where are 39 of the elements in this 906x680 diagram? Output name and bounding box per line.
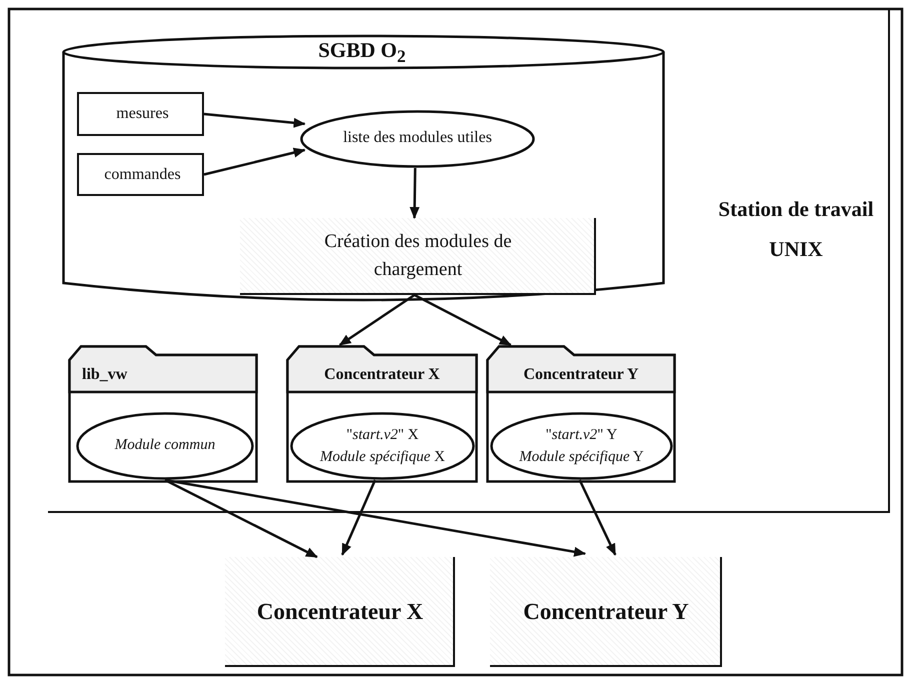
node-label: mesures bbox=[115, 104, 170, 124]
node-label: Module spécifique Y bbox=[518, 448, 645, 467]
node-label: Concentrateur X bbox=[256, 598, 424, 626]
arrow bbox=[578, 479, 616, 556]
arrow bbox=[341, 480, 376, 556]
node-heading: SGBD O$_{2}$ bbox=[317, 37, 407, 68]
arrow bbox=[204, 112, 306, 128]
node-heading: lib_vw bbox=[81, 365, 128, 385]
arrow bbox=[164, 478, 318, 558]
module-ellipse bbox=[290, 412, 475, 480]
process-box bbox=[77, 92, 204, 136]
concentrator-box bbox=[490, 557, 722, 667]
folder-box bbox=[286, 345, 478, 483]
arrow bbox=[414, 294, 512, 346]
node-label: "start.v2" Y bbox=[544, 426, 618, 445]
node-label: commandes bbox=[103, 165, 182, 185]
node-label: "start.v2" X bbox=[345, 426, 420, 445]
node-label: liste des modules utiles bbox=[342, 128, 493, 148]
region-label: Station de travail UNIX bbox=[717, 196, 875, 263]
folder-box bbox=[68, 345, 258, 483]
node-heading: Concentrateur Y bbox=[522, 365, 640, 385]
node-heading: Concentrateur X bbox=[323, 365, 441, 385]
arrow bbox=[204, 148, 306, 176]
workstation-region bbox=[48, 9, 890, 513]
module-ellipse bbox=[490, 412, 673, 480]
arrow bbox=[164, 478, 586, 557]
module-ellipse bbox=[76, 412, 254, 480]
node-label: Concentrateur Y bbox=[522, 598, 690, 626]
process-ellipse bbox=[300, 110, 535, 168]
process-box bbox=[77, 153, 204, 196]
database-cylinder bbox=[62, 35, 665, 300]
arrow bbox=[410, 168, 420, 219]
process-box bbox=[240, 218, 596, 295]
folder-box bbox=[486, 345, 676, 483]
arrow bbox=[338, 294, 416, 346]
concentrator-box bbox=[225, 557, 455, 667]
node-label: Création des modules de chargement bbox=[323, 230, 513, 282]
node-label: Module spécifique X bbox=[318, 448, 446, 467]
node-label: Module commun bbox=[114, 436, 216, 455]
